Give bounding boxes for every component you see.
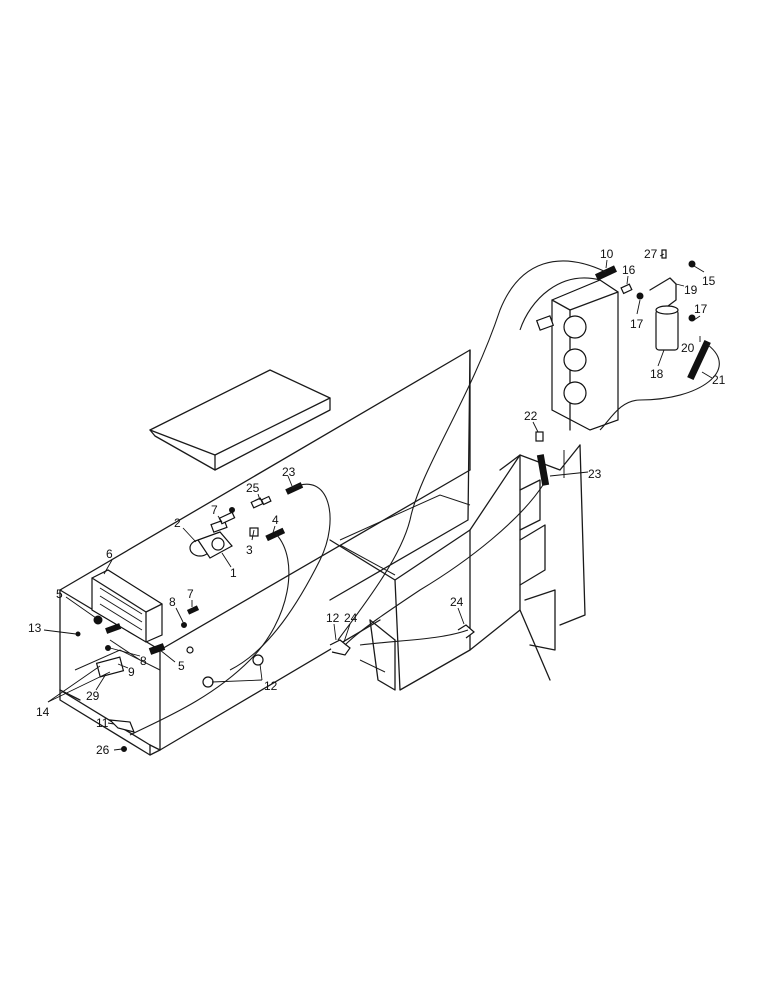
callout-23a: 23 <box>282 465 296 479</box>
callout-4: 4 <box>272 513 279 527</box>
callout-22: 22 <box>524 409 538 423</box>
callout-24a: 24 <box>344 611 358 625</box>
callout-19: 19 <box>684 283 698 297</box>
callout-7b: 7 <box>187 587 194 601</box>
callout-2: 2 <box>174 516 181 530</box>
callout-25: 25 <box>246 481 260 495</box>
callout-10: 10 <box>600 247 614 261</box>
callout-23b: 23 <box>588 467 602 481</box>
callout-5b: 5 <box>178 659 185 673</box>
callout-13: 13 <box>28 621 42 635</box>
lower-bracket <box>359 619 396 691</box>
filter-assembly <box>636 277 696 351</box>
callout-17a: 17 <box>630 317 644 331</box>
callout-17b: 17 <box>694 302 708 316</box>
callout-18: 18 <box>650 367 664 381</box>
callout-29: 29 <box>86 689 100 703</box>
callout-12b: 12 <box>326 611 340 625</box>
radiator <box>535 279 619 431</box>
rear-shroud <box>329 444 586 691</box>
callout-8b: 8 <box>140 654 147 668</box>
pump-valve <box>189 519 233 559</box>
callouts: 1 2 3 4 5 5 6 7 7 8 8 9 10 11 12 12 12 <box>28 247 726 757</box>
callout-12a: 12 <box>264 679 278 693</box>
callout-15: 15 <box>702 274 716 288</box>
callout-21: 21 <box>712 373 726 387</box>
callout-5a: 5 <box>56 587 63 601</box>
callout-1: 1 <box>230 566 237 580</box>
callout-20: 20 <box>681 341 695 355</box>
callout-6: 6 <box>106 547 113 561</box>
callout-24b: 24 <box>450 595 464 609</box>
top-cover <box>149 369 331 471</box>
callout-11: 11 <box>96 716 109 730</box>
callout-8a: 8 <box>169 595 176 609</box>
fittings <box>75 249 711 752</box>
oil-cooler <box>91 569 163 643</box>
callout-7a: 7 <box>211 503 218 517</box>
callout-27: 27 <box>644 247 658 261</box>
callout-14: 14 <box>36 705 50 719</box>
callout-3: 3 <box>246 543 253 557</box>
callout-26: 26 <box>96 743 110 757</box>
callout-16: 16 <box>622 263 636 277</box>
callout-9: 9 <box>128 665 135 679</box>
hoses <box>129 260 720 736</box>
tank-frame <box>59 349 471 756</box>
